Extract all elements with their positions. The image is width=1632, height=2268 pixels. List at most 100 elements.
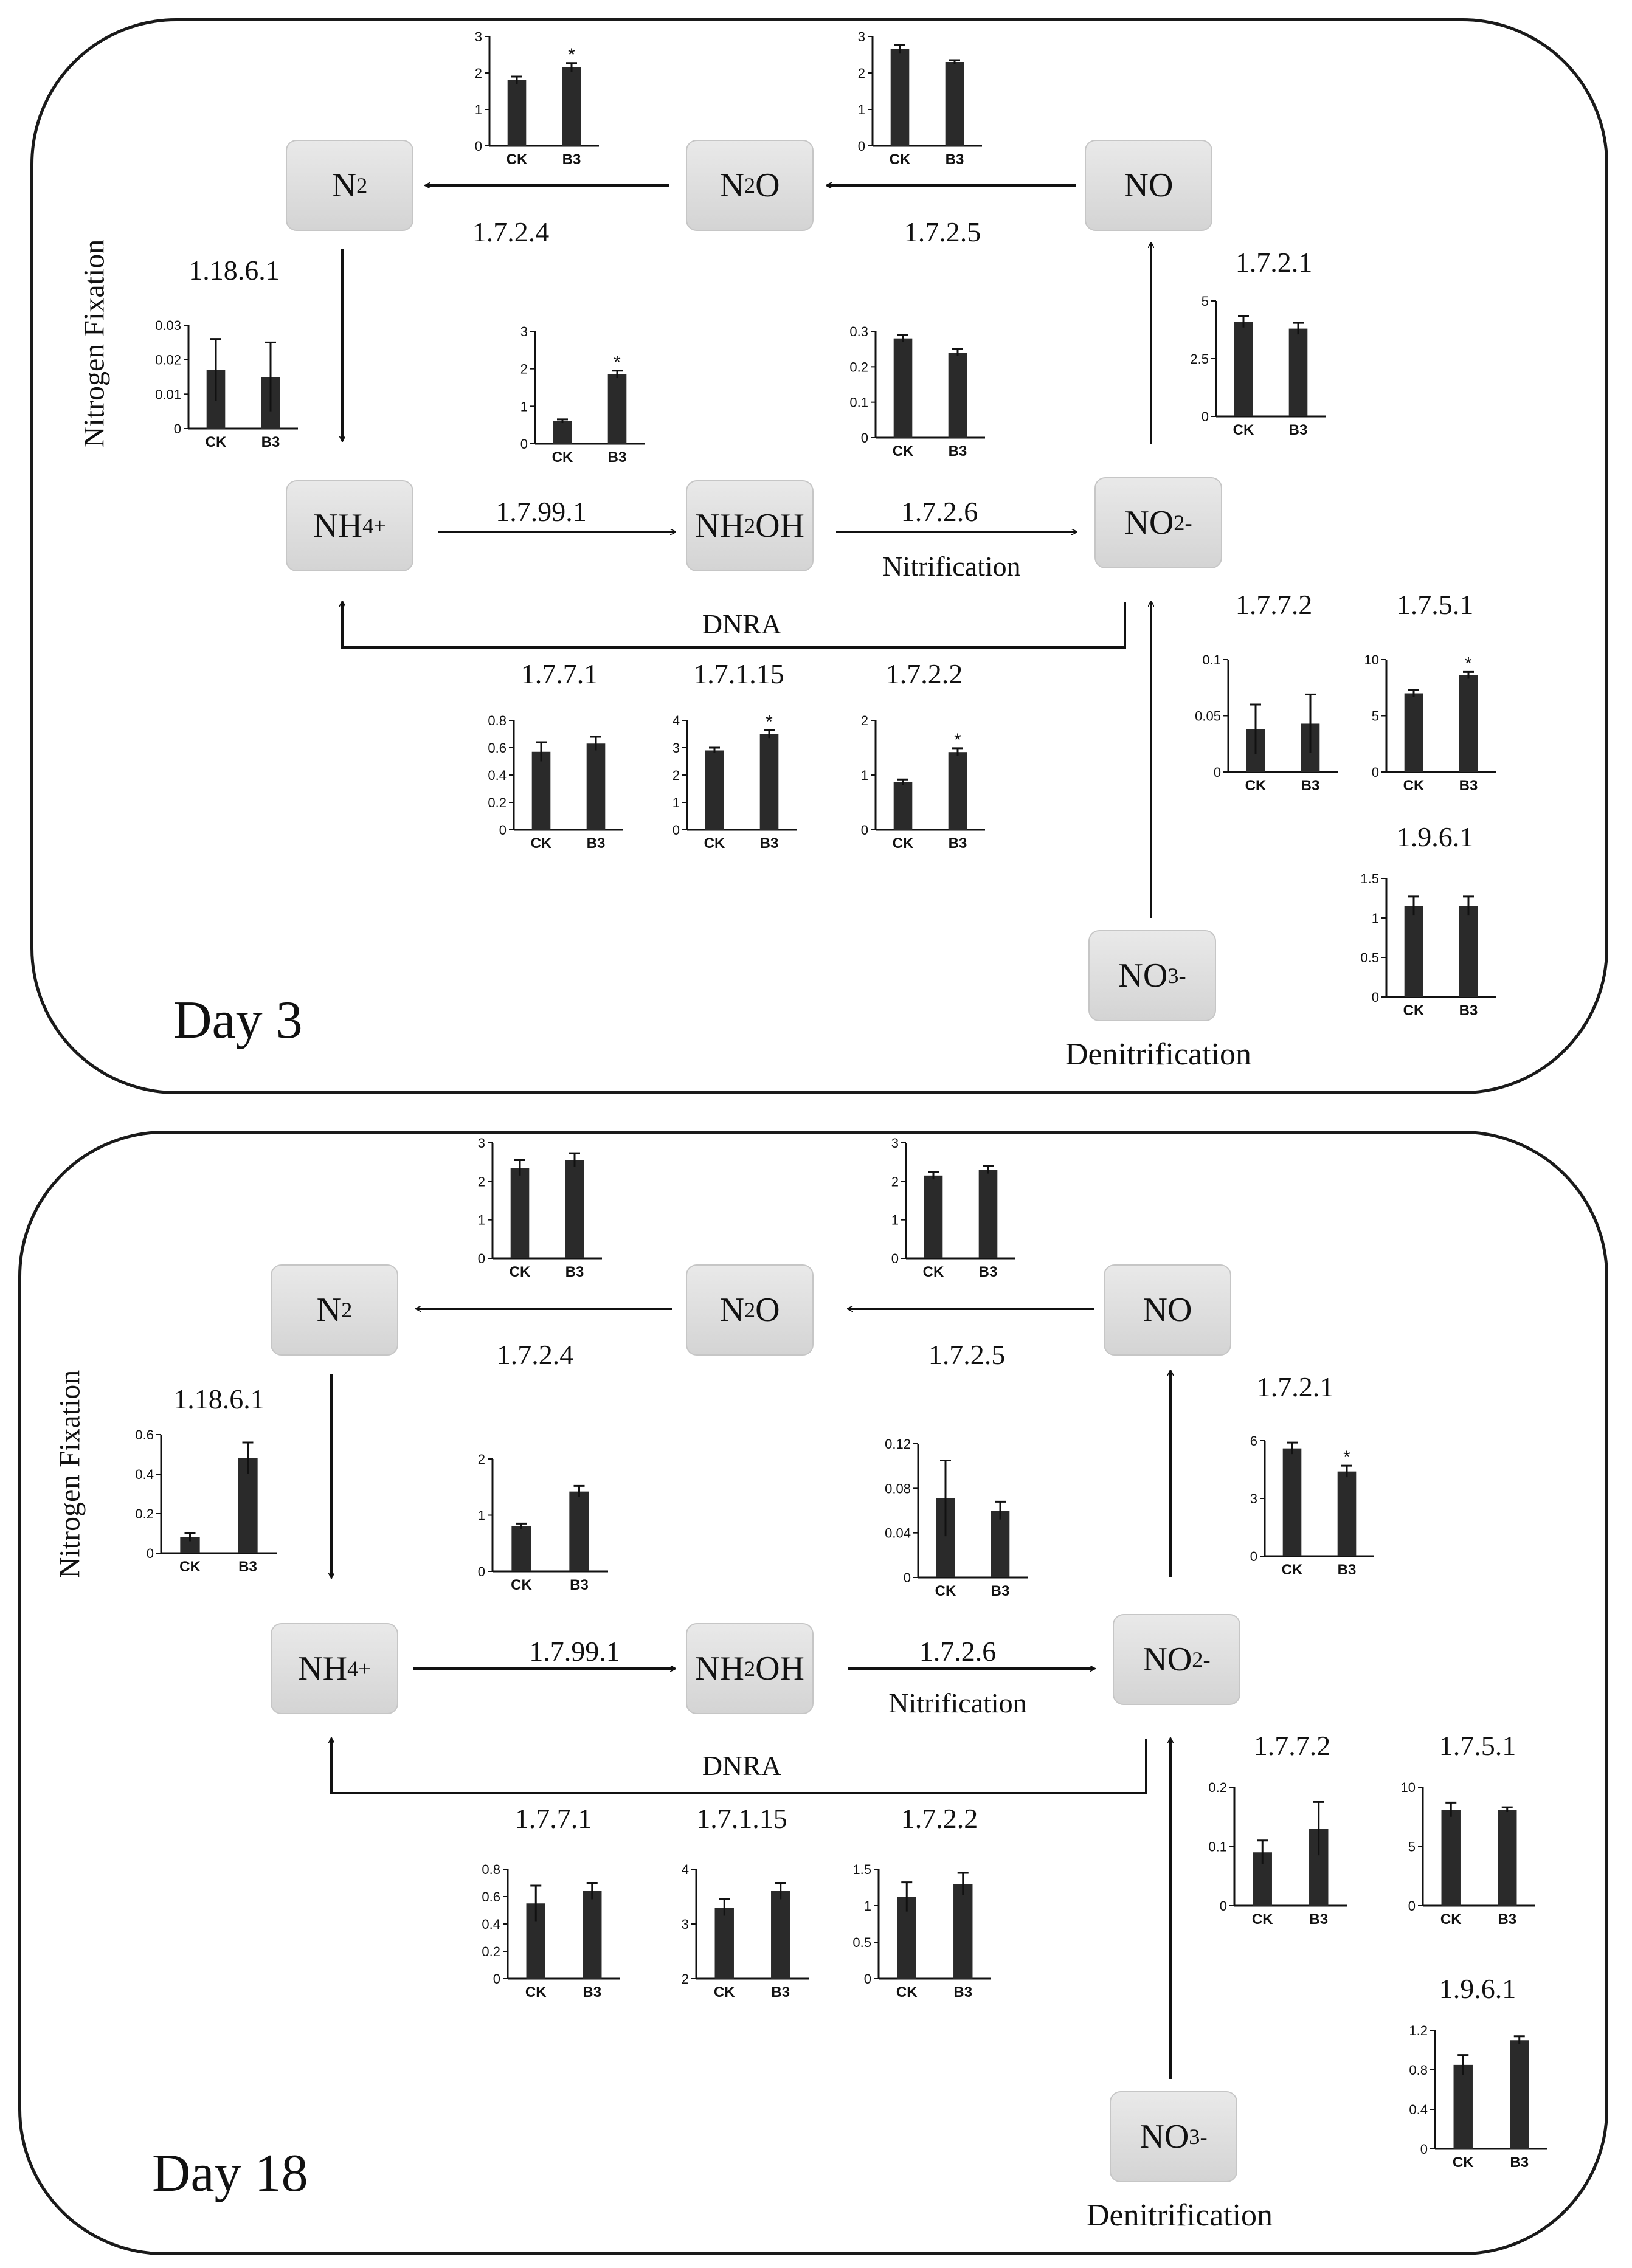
p1-chart-1722-bar-b3: [948, 752, 967, 830]
p1-chart-1725-ytick-label: 2: [858, 66, 865, 81]
p2-chart-1726-ytick-label: 0.04: [885, 1526, 911, 1541]
p2-enzyme-1721-label: 1.7.2.1: [1256, 1371, 1334, 1402]
p1-enzyme-1961-label: 1.9.6.1: [1396, 821, 1474, 852]
p2-nitrification-label: Nitrification: [888, 1687, 1027, 1718]
p2-chart-1722-ytick-label: 0: [864, 1971, 871, 1987]
p1-enzyme-1725-label: 1.7.2.5: [904, 216, 981, 247]
p1-chart-17991-category-label: B3: [608, 449, 627, 466]
p2-chart-1751-category-label: B3: [1498, 1911, 1516, 1928]
p1-chart-1724-ytick-label: 0: [475, 139, 482, 154]
p2-chart-17115-ytick-label: 4: [682, 1862, 689, 1877]
p1-chart-1722-ytick-label: 1: [861, 768, 868, 783]
p1-chart-1961-ytick-label: 1: [1372, 911, 1379, 926]
p2-chart-17991-bar-b3: [569, 1491, 589, 1571]
p2-enzyme-1751-label: 1.7.5.1: [1439, 1730, 1516, 1761]
p1-chart-1726-category-label: CK: [893, 443, 914, 460]
p2-chart-1726-bar-b3: [991, 1511, 1010, 1577]
p2-chart-1772-ytick-label: 0.1: [1208, 1839, 1227, 1855]
p1-chart-17115-significance-mark: *: [766, 712, 773, 732]
p1-enzyme-1772-label: 1.7.7.2: [1235, 589, 1313, 620]
p1-chart-1726-category-label: B3: [949, 443, 967, 460]
p2-dnra-label: DNRA: [702, 1750, 782, 1781]
p1-chart-1721-ytick-label: 0: [1202, 409, 1209, 424]
p2-chart-1771-ytick-label: 0.2: [482, 1944, 500, 1959]
p2-chart-1772-ytick-label: 0: [1220, 1898, 1227, 1914]
p1-chart-17115-bar-ck: [705, 750, 724, 830]
p2-chart-1721-bar-b3: [1337, 1471, 1357, 1556]
p2-chart-1722-category-label: B3: [953, 1984, 972, 2001]
p2-chart-1725-ytick-label: 1: [891, 1213, 899, 1228]
p1-chart-1751-significance-mark: *: [1465, 653, 1472, 674]
p2-chart-11861-category-label: B3: [238, 1559, 257, 1575]
p2-enzyme-18611-label: 1.18.6.1: [173, 1384, 265, 1415]
p2-chart-1721-category-label: CK: [1282, 1562, 1303, 1578]
p2-enzyme-1722-label: 1.7.2.2: [901, 1803, 978, 1834]
p2-chart-1751-bar-ck: [1441, 1810, 1461, 1906]
p2-chart-1961-ytick-label: 0.4: [1409, 2102, 1428, 2117]
p2-chart-17991-ytick-label: 0: [478, 1564, 485, 1579]
p1-chart-1961-ytick-label: 0: [1372, 990, 1379, 1005]
p1-enzyme-17991-label: 1.7.99.1: [496, 496, 587, 527]
p2-chart-17991-ytick-label: 1: [478, 1508, 485, 1523]
p2-enzyme-1772-label: 1.7.7.2: [1253, 1730, 1331, 1761]
p2-chart-1751-category-label: CK: [1440, 1911, 1462, 1928]
p1-chart-1722-category-label: CK: [893, 835, 914, 852]
p1-chart-1725-ytick-label: 0: [858, 139, 865, 154]
p1-enzyme-18611-label: 1.18.6.1: [188, 255, 280, 286]
p2-chart-1771-bar-b3: [583, 1891, 602, 1979]
p1-chart-17115-ytick-label: 4: [673, 713, 680, 728]
p2-enzyme-1726-label: 1.7.2.6: [919, 1636, 997, 1667]
p2-chart-17991-category-label: B3: [570, 1577, 589, 1593]
p2-chart-1751-ytick-label: 0: [1408, 1898, 1416, 1914]
p2-chart-1961-bar-b3: [1510, 2040, 1529, 2149]
p2-enzyme-1771-label: 1.7.7.1: [514, 1803, 592, 1834]
p1-chart-1726-ytick-label: 0.1: [849, 395, 868, 410]
p2-chart-1726-ytick-label: 0: [904, 1570, 911, 1585]
p2-chart-1724-category-label: B3: [565, 1264, 584, 1280]
p1-chart-17115-bar-b3: [759, 734, 779, 830]
p2-chart-1772-ytick-label: 0.2: [1208, 1780, 1227, 1795]
p1-arrow-dnra: [342, 602, 1126, 649]
p2-chart-1961-ytick-label: 0: [1420, 2142, 1428, 2157]
p1-chart-1771-ytick-label: 0.6: [488, 740, 507, 756]
p1-chart-1725-category-label: B3: [946, 151, 964, 168]
p2-chart-1961-ytick-label: 1.2: [1409, 2023, 1428, 2038]
p1-chart-1724-ytick-label: 2: [475, 66, 482, 81]
p1-dnra-label: DNRA: [702, 608, 782, 639]
p1-chart-17991-category-label: CK: [552, 449, 573, 466]
p1-chart-1771-category-label: CK: [531, 835, 552, 852]
p1-chart-11861-category-label: CK: [206, 434, 227, 450]
p1-chart-1771-ytick-label: 0.8: [488, 713, 507, 728]
p1-chart-1721-ytick-label: 5: [1202, 294, 1209, 309]
p2-enzyme-1724-label: 1.7.2.4: [496, 1339, 574, 1370]
p2-chart-1771-ytick-label: 0.4: [482, 1917, 500, 1932]
p1-chart-17991-ytick-label: 0: [520, 436, 528, 452]
p1-chart-17991-ytick-label: 1: [520, 399, 528, 414]
p1-enzyme-1722-label: 1.7.2.2: [885, 658, 963, 689]
p2-chart-17991-ytick-label: 2: [478, 1452, 485, 1467]
p1-chart-1724-bar-b3: [562, 67, 581, 146]
p2-chart-11861-ytick-label: 0.4: [135, 1467, 154, 1482]
p2-chart-1725-category-label: B3: [979, 1264, 998, 1280]
p1-chart-17115-ytick-label: 0: [673, 822, 680, 838]
p1-chart-11861-ytick-label: 0.02: [155, 353, 181, 368]
p2-chart-1722-ytick-label: 0.5: [852, 1935, 871, 1950]
p1-chart-1721-bar-ck: [1234, 322, 1253, 416]
p2-chart-1725-category-label: CK: [923, 1264, 944, 1280]
p2-chart-17991-category-label: CK: [511, 1577, 532, 1593]
p1-chart-17991-bar-ck: [553, 421, 572, 444]
p1-chart-1721-bar-b3: [1288, 328, 1308, 416]
p2-chart-17115-ytick-label: 3: [682, 1917, 689, 1932]
p2-arrow-dnra: [331, 1739, 1147, 1794]
p1-chart-1961-ytick-label: 0.5: [1360, 950, 1379, 965]
p2-chart-1751-bar-b3: [1498, 1810, 1517, 1906]
p1-chart-1771-bar-ck: [531, 751, 551, 830]
p2-chart-11861-ytick-label: 0.2: [135, 1506, 154, 1522]
p1-enzyme-1771-label: 1.7.7.1: [520, 658, 598, 689]
